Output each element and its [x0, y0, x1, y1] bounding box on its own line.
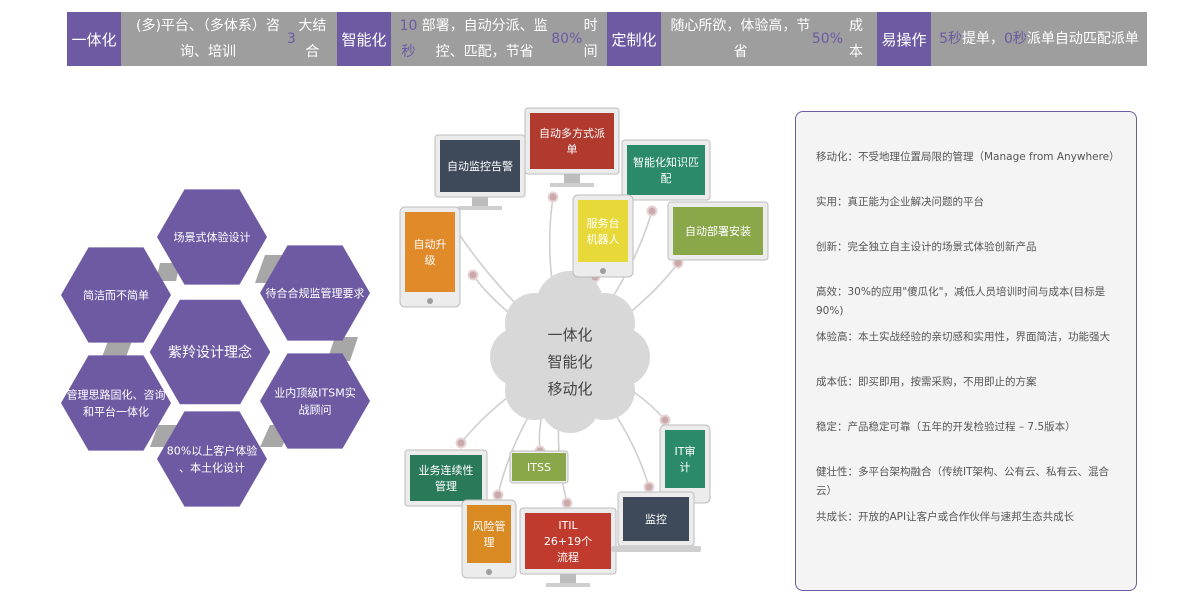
hex-connector [102, 341, 132, 357]
feature-line-5: 成本低：即买即用，按需采购，不用即止的方案 [816, 376, 1037, 388]
svg-text:场景式体验设计: 场景式体验设计 [174, 230, 251, 244]
svg-text:自动部署安装: 自动部署安装 [685, 224, 751, 238]
svg-text:流程: 流程 [557, 550, 579, 564]
hex-center: 紫羚设计理念 [146, 296, 274, 408]
features-panel: 移动化：不受地理位置局限的管理（Manage from Anywhere） 实用：… [795, 111, 1137, 591]
svg-text:智能化知识匹: 智能化知识匹 [633, 155, 699, 169]
svg-text:监控: 监控 [645, 512, 667, 526]
svg-text:和平台一体化: 和平台一体化 [83, 405, 149, 419]
feature-label-1: 智能化 [337, 12, 391, 66]
svg-text:业务连续性: 业务连续性 [419, 463, 474, 477]
svg-text:管理思路固化、咨询: 管理思路固化、咨询 [67, 388, 166, 402]
feature-line-7: 健壮性：多平台架构融合（传统IT架构、公有云、私有云、混合云） [816, 466, 1110, 497]
svg-text:机器人: 机器人 [587, 232, 620, 246]
svg-text:、本土化设计: 、本土化设计 [179, 461, 245, 475]
device-5: 自动部署安装 [667, 201, 769, 261]
network-node-dot [659, 414, 671, 426]
network-node-dot [492, 489, 504, 501]
device-11: 监控 [611, 491, 701, 552]
feature-desc-3: 5秒提单，0秒派单自动匹配派单 [931, 12, 1147, 66]
svg-text:理: 理 [484, 536, 495, 549]
feature-line-6: 稳定：产品稳定可靠（五年的开发检验过程 – 7.5版本） [816, 421, 1076, 433]
feature-line-8: 共成长：开放的API让客户或合作伙伴与速邦生态共成长 [816, 511, 1075, 523]
svg-text:自动多方式派: 自动多方式派 [539, 126, 605, 140]
feature-label-2: 定制化 [607, 12, 661, 66]
svg-text:单: 单 [567, 143, 578, 156]
network-node-dot [561, 497, 573, 509]
feature-label-0: 一体化 [67, 12, 121, 66]
svg-text:自动监控告警: 自动监控告警 [447, 159, 513, 173]
capability-network-diagram: 一体化智能化移动化自动监控告警自动多方式派单智能化知识匹配自动升级服务台机器人自… [399, 107, 769, 587]
hex-connector [156, 263, 180, 281]
feature-line-2: 创新：完全独立自主设计的场景式体验创新产品 [816, 241, 1037, 253]
svg-text:一体化: 一体化 [547, 326, 592, 344]
svg-text:紫羚设计理念: 紫羚设计理念 [168, 344, 252, 361]
svg-text:ITIL: ITIL [558, 519, 578, 532]
svg-text:简洁而不简单: 简洁而不简单 [83, 288, 149, 302]
network-node-dot [467, 269, 479, 281]
network-node-dot [547, 191, 559, 203]
svg-text:战顾问: 战顾问 [299, 404, 332, 417]
svg-text:计: 计 [680, 461, 691, 474]
hex-item-3: 80%以上客户体验、本土化设计 [157, 411, 267, 507]
feature-line-3: 高效：30%的应用"傻瓜化"，减低人员培训时间与成本(目标是90%) [816, 286, 1106, 317]
svg-text:ITSS: ITSS [527, 461, 551, 474]
svg-text:级: 级 [425, 254, 436, 267]
svg-text:服务台: 服务台 [587, 216, 620, 230]
hex-item-0: 场景式体验设计 [157, 189, 267, 285]
network-node-dot [646, 205, 658, 217]
device-0: 自动监控告警 [434, 134, 526, 210]
svg-text:26+19个: 26+19个 [544, 535, 592, 548]
svg-text:风险管: 风险管 [473, 519, 506, 533]
hex-item-1: 待合合规监管理要求 [260, 245, 370, 341]
hex-item-5: 简洁而不简单 [61, 247, 171, 343]
network-node-dot [455, 437, 467, 449]
svg-text:IT审: IT审 [675, 444, 696, 458]
svg-text:配: 配 [661, 172, 672, 185]
svg-text:业内顶级ITSM实: 业内顶级ITSM实 [274, 386, 355, 400]
feature-line-1: 实用：真正能为企业解决问题的平台 [816, 196, 984, 208]
svg-text:80%以上客户体验: 80%以上客户体验 [167, 444, 257, 458]
hex-design-diagram: 场景式体验设计待合合规监管理要求业内顶级ITSM实战顾问80%以上客户体验、本土… [61, 189, 370, 507]
svg-text:智能化: 智能化 [547, 353, 592, 371]
feature-label-3: 易操作 [877, 12, 931, 66]
feature-line-4: 体验高：本土实战经验的亲切感和实用性，界面简洁，功能强大 [816, 331, 1110, 343]
svg-text:移动化: 移动化 [547, 380, 592, 398]
svg-text:管理: 管理 [435, 479, 457, 493]
svg-text:自动升: 自动升 [414, 238, 447, 251]
device-7: ITSS [509, 450, 569, 484]
network-node-dot [643, 481, 655, 493]
svg-text:待合合规监管理要求: 待合合规监管理要求 [266, 286, 365, 300]
feature-line-0: 移动化：不受地理位置局限的管理（Manage from Anywhere） [816, 151, 1120, 163]
